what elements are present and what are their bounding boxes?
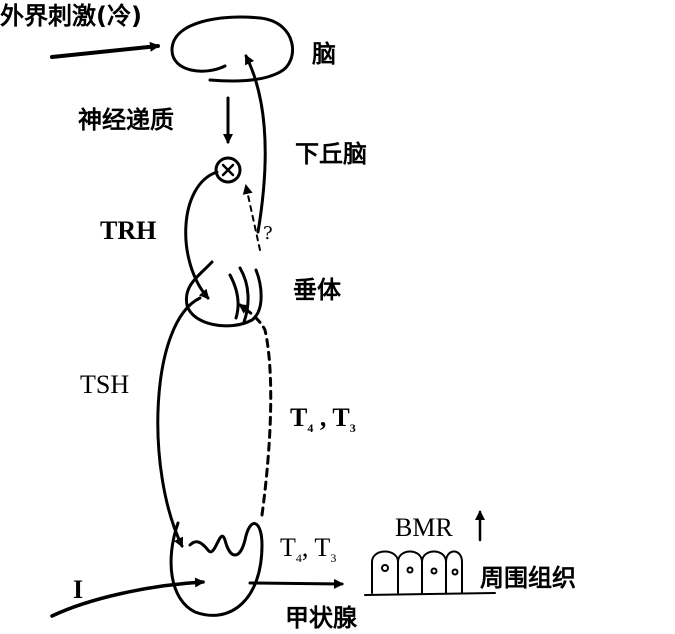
feedback-to-pituitary: [238, 303, 273, 517]
peripheral-tissue-label: 周围组织: [480, 564, 576, 592]
tsh-label: TSH: [80, 370, 130, 399]
stimulus-label: 外界刺激(冷): [0, 2, 142, 30]
neurotransmitter-label: 神经递质: [78, 106, 174, 134]
stimulus-arrow: [50, 41, 160, 59]
trh-label: TRH: [100, 216, 157, 245]
thyroid-label: 甲状腺: [285, 604, 357, 632]
brain-label: 脑: [312, 40, 336, 68]
iodine-arrow: [50, 577, 205, 618]
output-hormones-label: T4, T3: [280, 533, 337, 566]
tsh-arrow: [156, 296, 202, 548]
hypothalamus-to-brain-arrow: [244, 54, 267, 234]
trh-arrow: [184, 170, 219, 300]
hypothalamus-node: [214, 156, 242, 184]
iodine-label: I: [73, 575, 84, 604]
brain-shape: [170, 15, 294, 83]
pituitary-shape: [184, 260, 263, 328]
peripheral-cells: [364, 550, 496, 596]
feedback-hormones-label: T4 , T3: [290, 403, 356, 436]
thyroid-shape: [169, 521, 264, 617]
hormone-output-arrow: [248, 578, 344, 589]
question-mark: ?: [263, 223, 273, 244]
multiply-icon: [221, 163, 235, 177]
bmr-label: BMR: [395, 513, 453, 542]
pituitary-label: 垂体: [293, 276, 341, 304]
hypothalamus-label: 下丘脑: [295, 140, 367, 168]
feedback-to-hypothalamus: [242, 184, 261, 251]
